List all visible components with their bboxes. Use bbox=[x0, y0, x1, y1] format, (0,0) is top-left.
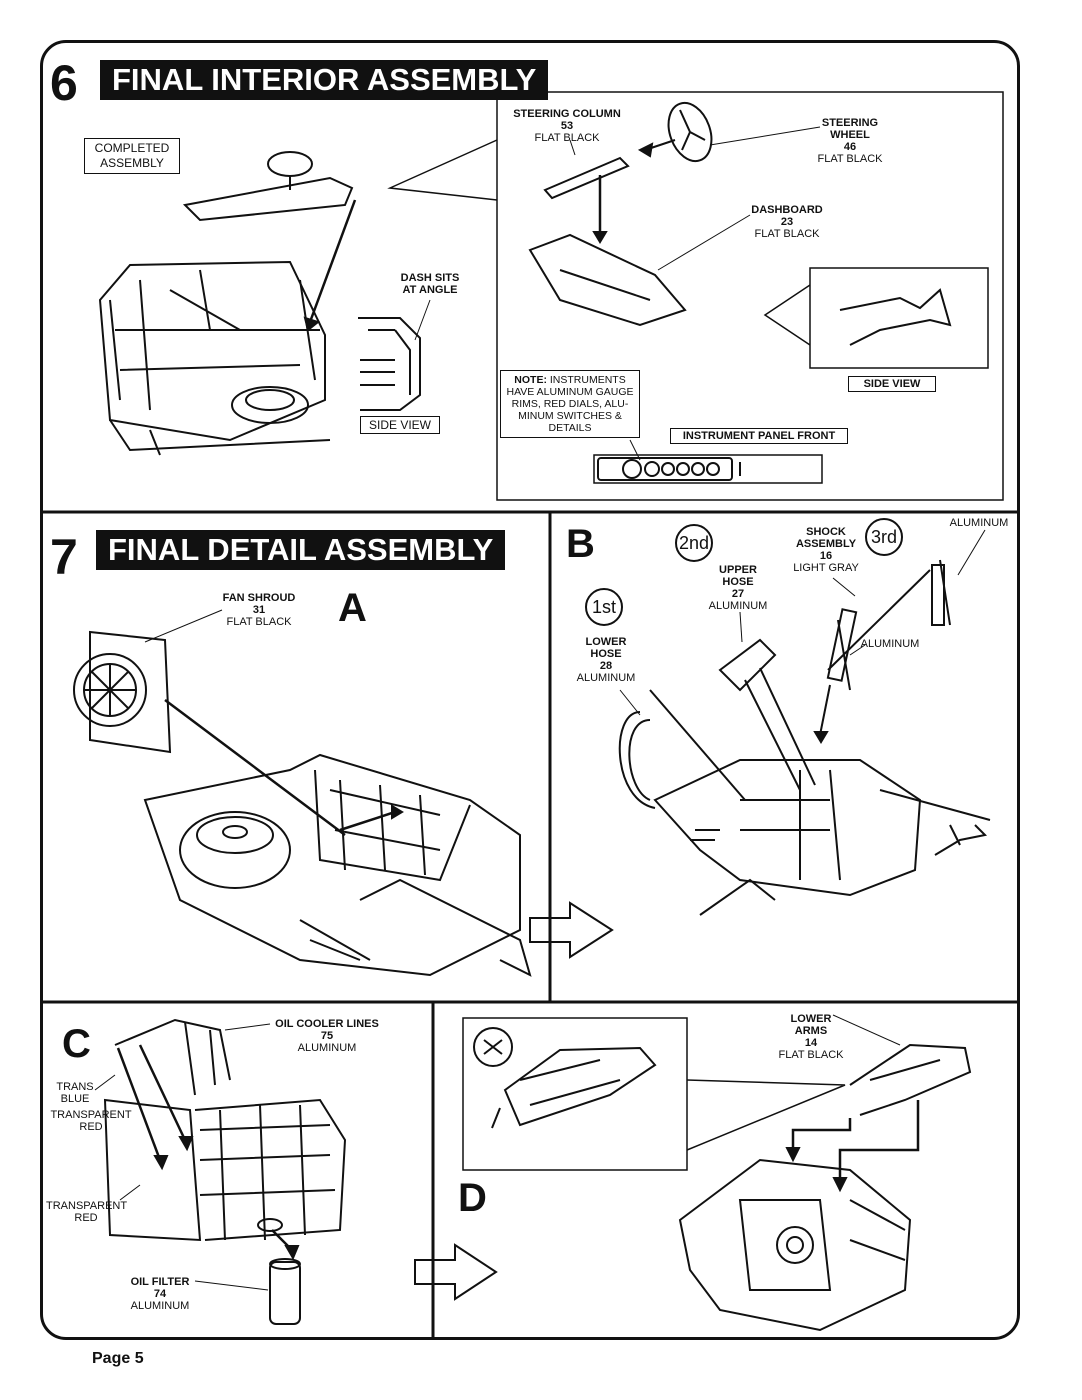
step-7-number: 7 bbox=[50, 529, 78, 585]
dashboard-name: DASHBOARD bbox=[751, 204, 823, 216]
lower-hose-color: ALUMINUM bbox=[576, 672, 636, 684]
instrument-panel-label: INSTRUMENT PANEL FRONT bbox=[670, 428, 848, 444]
section-a-letter: A bbox=[338, 586, 367, 630]
step-6-number: 6 bbox=[50, 55, 78, 111]
lower-arms-color: FLAT BLACK bbox=[778, 1049, 844, 1061]
fan-shroud-color: FLAT BLACK bbox=[226, 616, 292, 628]
step-7-title: FINAL DETAIL ASSEMBLY bbox=[96, 530, 506, 570]
page-frame bbox=[40, 40, 1020, 1340]
upper-hose-name2: HOSE bbox=[722, 576, 754, 588]
upper-hose-label: UPPER HOSE 27 ALUMINUM bbox=[700, 564, 776, 612]
at-angle-text: AT ANGLE bbox=[402, 284, 458, 296]
blue-text: BLUE bbox=[60, 1093, 90, 1105]
transparent-red-2b: RED bbox=[74, 1212, 98, 1224]
dash-sits-text: DASH SITS bbox=[400, 272, 460, 284]
note-line3: RIMS, RED DIALS, ALU- bbox=[511, 398, 629, 410]
transparent-red-2a: TRANSPARENT bbox=[46, 1200, 128, 1212]
oil-cooler-color: ALUMINUM bbox=[297, 1042, 357, 1054]
oil-cooler-part: 75 bbox=[320, 1030, 334, 1042]
page-number: Page 5 bbox=[92, 1350, 144, 1367]
steering-column-name: STEERING COLUMN bbox=[513, 108, 621, 120]
dashboard-part: 23 bbox=[780, 216, 794, 228]
lower-hose-label: LOWER HOSE 28 ALUMINUM bbox=[572, 636, 640, 684]
dashboard-label: DASHBOARD 23 FLAT BLACK bbox=[744, 204, 830, 240]
fan-shroud-label: FAN SHROUD 31 FLAT BLACK bbox=[212, 592, 306, 628]
lower-hose-part: 28 bbox=[599, 660, 613, 672]
completed-text: COMPLETED bbox=[94, 141, 170, 155]
note-line2: HAVE ALUMINUM GAUGE bbox=[506, 386, 634, 398]
steering-column-part: 53 bbox=[560, 120, 574, 132]
steering-wheel-name2: WHEEL bbox=[830, 129, 870, 141]
steering-wheel-part: 46 bbox=[843, 141, 857, 153]
note-head: NOTE: bbox=[514, 374, 547, 386]
steering-column-label: STEERING COLUMN 53 FLAT BLACK bbox=[500, 108, 634, 144]
section-b-letter: B bbox=[566, 522, 595, 566]
dashboard-color: FLAT BLACK bbox=[754, 228, 820, 240]
trans-blue-label: TRANS BLUE bbox=[52, 1081, 98, 1105]
shock-part: 16 bbox=[819, 550, 833, 562]
steering-wheel-label: STEERING WHEEL 46 FLAT BLACK bbox=[810, 117, 890, 165]
lower-arms-label: LOWER ARMS 14 FLAT BLACK bbox=[776, 1013, 846, 1061]
upper-hose-color: ALUMINUM bbox=[708, 600, 768, 612]
transparent-red-1a: TRANSPARENT bbox=[50, 1109, 132, 1121]
lower-hose-name1: LOWER bbox=[585, 636, 627, 648]
lower-arms-name1: LOWER bbox=[790, 1013, 832, 1025]
dash-angle-label: DASH SITS AT ANGLE bbox=[392, 272, 468, 296]
upper-hose-name1: UPPER bbox=[719, 564, 757, 576]
fan-shroud-part: 31 bbox=[252, 604, 266, 616]
note-line5: DETAILS bbox=[548, 422, 592, 434]
lower-hose-name2: HOSE bbox=[590, 648, 622, 660]
shock-color: LIGHT GRAY bbox=[793, 562, 859, 574]
order-3rd-badge: 3rd bbox=[865, 518, 903, 556]
steering-column-color: FLAT BLACK bbox=[534, 132, 600, 144]
oil-filter-name: OIL FILTER bbox=[130, 1276, 190, 1288]
trans-text: TRANS bbox=[56, 1081, 94, 1093]
transparent-red-1b: RED bbox=[79, 1121, 103, 1133]
order-2nd-badge: 2nd bbox=[675, 524, 713, 562]
steering-wheel-name1: STEERING bbox=[821, 117, 879, 129]
aluminum-top-label: ALUMINUM bbox=[949, 517, 1009, 529]
note-line1: INSTRUMENTS bbox=[549, 374, 626, 386]
assembly-text: ASSEMBLY bbox=[100, 156, 164, 170]
transparent-red-1-label: TRANSPARENT RED bbox=[50, 1109, 132, 1133]
completed-assembly-label: COMPLETED ASSEMBLY bbox=[84, 138, 180, 174]
aluminum-mid-label: ALUMINUM bbox=[860, 638, 920, 650]
lower-arms-name2: ARMS bbox=[794, 1025, 828, 1037]
oil-cooler-label: OIL COOLER LINES 75 ALUMINUM bbox=[268, 1018, 386, 1054]
shock-name2: ASSEMBLY bbox=[795, 538, 857, 550]
side-view-2-label: SIDE VIEW bbox=[848, 376, 936, 392]
shock-name1: SHOCK bbox=[806, 526, 846, 538]
oil-cooler-name: OIL COOLER LINES bbox=[275, 1018, 379, 1030]
note-line4: MINUM SWITCHES & bbox=[518, 410, 622, 422]
transparent-red-2-label: TRANSPARENT RED bbox=[46, 1200, 128, 1224]
order-1st-badge: 1st bbox=[585, 588, 623, 626]
instrument-note: NOTE: INSTRUMENTS HAVE ALUMINUM GAUGE RI… bbox=[500, 370, 640, 438]
oil-filter-label: OIL FILTER 74 ALUMINUM bbox=[120, 1276, 200, 1312]
steering-wheel-color: FLAT BLACK bbox=[817, 153, 883, 165]
step-6-title: FINAL INTERIOR ASSEMBLY bbox=[100, 60, 549, 100]
shock-assembly-label: SHOCK ASSEMBLY 16 LIGHT GRAY bbox=[788, 526, 864, 574]
upper-hose-part: 27 bbox=[731, 588, 745, 600]
fan-shroud-name: FAN SHROUD bbox=[222, 592, 296, 604]
oil-filter-part: 74 bbox=[153, 1288, 167, 1300]
section-d-letter: D bbox=[458, 1176, 487, 1220]
lower-arms-part: 14 bbox=[804, 1037, 818, 1049]
section-c-letter: C bbox=[62, 1022, 91, 1066]
side-view-label: SIDE VIEW bbox=[360, 416, 440, 434]
oil-filter-color: ALUMINUM bbox=[130, 1300, 190, 1312]
